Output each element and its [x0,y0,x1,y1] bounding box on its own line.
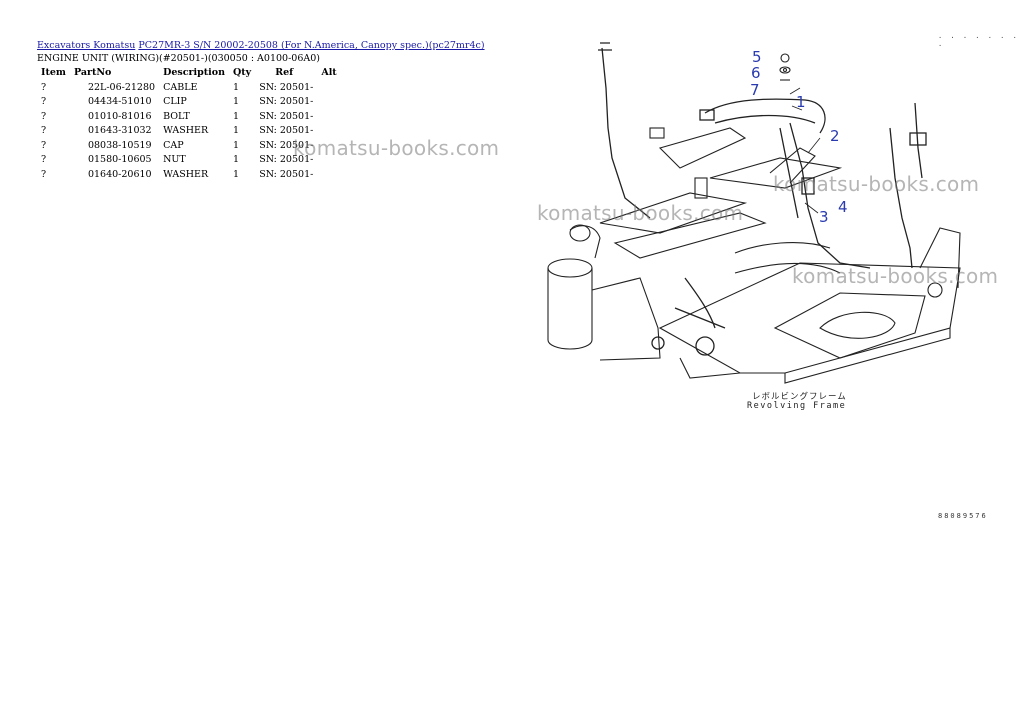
table-row: ? 01640-20610 WASHER 1 SN: 20501- [37,167,341,182]
callout-2: 2 [830,127,840,145]
callout-7: 7 [750,81,760,99]
cell-partno: 01640-20610 [87,168,152,180]
parts-table: Item PartNo Description Qty Ref Alt ? 22… [37,66,341,182]
header-ref: Ref [275,67,294,78]
drawing-code: 88089576 [938,512,988,520]
watermark: komatsu-books.com [293,136,500,160]
cell-partno: 08038-10519 [87,139,152,151]
cell-item: ? [41,81,47,93]
parts-diagram [547,42,961,384]
page-subtitle: ENGINE UNIT (WIRING)(#20501-)(030050 : A… [37,53,320,64]
cell-item: ? [41,96,47,108]
cell-alt [317,95,340,110]
breadcrumb-model-link[interactable]: PC27MR-3 S/N 20002-20508 (For N.America,… [138,40,485,51]
cell-partno: 01010-81016 [87,110,152,122]
cell-ref: SN: 20501- [259,154,314,166]
header-alt: Alt [321,67,337,78]
cell-description: CLIP [163,96,187,108]
cell-qty: 1 [233,81,240,93]
cell-description: WASHER [163,168,209,180]
table-row: ? 01580-10605 NUT 1 SN: 20501- [37,153,341,168]
cell-ref: SN: 20501- [259,125,314,137]
header-item: Item [41,67,66,78]
cell-qty: 1 [233,168,240,180]
cell-ref: SN: 20501- [259,168,314,180]
revolving-frame [658,227,961,384]
cell-description: WASHER [163,125,209,137]
watermark: komatsu-books.com [792,264,999,288]
parts-table-header: Item PartNo Description Qty Ref Alt [37,66,341,80]
frame-label-japanese: レボルビングフレーム [752,392,847,402]
wiring-harness [598,42,927,356]
cell-description: CAP [163,139,184,151]
cell-qty: 1 [233,96,240,108]
hardware-parts [779,53,791,81]
cell-description: NUT [163,154,186,166]
cell-ref: SN: 20501- [259,81,314,93]
callout-1: 1 [796,93,806,111]
callout-4: 4 [838,198,848,216]
cell-alt [317,109,340,124]
table-row: ? 01643-31032 WASHER 1 SN: 20501- [37,124,341,139]
table-row: ? 01010-81016 BOLT 1 SN: 20501- [37,109,341,124]
cell-description: CABLE [163,81,198,93]
cell-ref: SN: 20501- [259,110,314,122]
cylinder-part [547,224,661,361]
header-partno: PartNo [73,67,112,78]
cell-qty: 1 [233,139,240,151]
cell-item: ? [41,154,47,166]
table-row: ? 04434-51010 CLIP 1 SN: 20501- [37,95,341,110]
cell-ref: SN: 20501- [259,139,314,151]
callout-5: 5 [752,48,762,66]
table-row: ? 22L-06-21280 CABLE 1 SN: 20501- [37,80,341,95]
cell-partno: 04434-51010 [87,96,152,108]
cell-qty: 1 [233,154,240,166]
table-row: ? 08038-10519 CAP 1 SN: 20501- [37,138,341,153]
cell-alt [317,80,340,95]
cell-partno: 01580-10605 [87,154,152,166]
callout-3: 3 [819,208,829,226]
callout-6: 6 [751,64,761,82]
breadcrumb-category-link[interactable]: Excavators Komatsu [37,40,136,51]
cell-alt [317,167,340,182]
cell-item: ? [41,168,47,180]
frame-label-english: Revolving Frame [747,401,847,411]
watermark: komatsu-books.com [537,201,744,225]
cell-partno: 01643-31032 [87,125,152,137]
cell-partno: 22L-06-21280 [87,81,156,93]
cell-qty: 1 [233,110,240,122]
watermark: komatsu-books.com [773,172,980,196]
cell-item: ? [41,139,47,151]
cell-ref: SN: 20501- [259,96,314,108]
callout-leaders [789,87,821,214]
cell-qty: 1 [233,125,240,137]
corner-dots: · · · · · · · · [938,34,1019,50]
cell-description: BOLT [163,110,190,122]
breadcrumb: Excavators Komatsu PC27MR-3 S/N 20002-20… [37,40,485,51]
cell-item: ? [41,110,47,122]
header-qty: Qty [233,67,252,78]
cell-item: ? [41,125,47,137]
header-description: Description [163,67,225,78]
